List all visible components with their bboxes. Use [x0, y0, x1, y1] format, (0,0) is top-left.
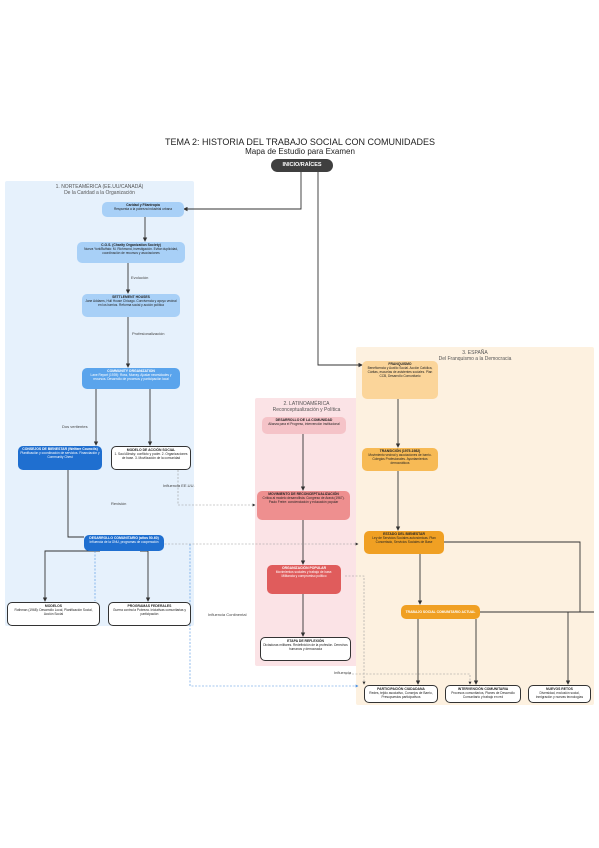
node-cos-title: C.O.S. (Charity Organization Society): [101, 243, 161, 247]
region-latam: 2. LATINOAMÉRICA Reconceptualización y P…: [255, 398, 358, 666]
node-franquismo-body: Beneficencia y Auxilio Social. Acción Ca…: [367, 366, 433, 379]
node-models-title: MODELOS: [44, 604, 63, 608]
edge-welfare-line: [444, 541, 581, 612]
node-charity-body: Respuesta a la pobreza industrial urbana: [113, 207, 173, 212]
node-cos-body: Nueva York/Buffalo: M. Richmond, investi…: [84, 247, 178, 256]
node-welfare-state[interactable]: ESTADO DEL BIENESTAR Ley de Servicios So…: [364, 531, 444, 554]
node-reflexion-body: Dictaduras militares. Redefinición de la…: [263, 643, 348, 652]
edge-root-charity: [183, 172, 302, 212]
edge-label-revision: Revisión: [111, 501, 127, 506]
node-transition-title: TRANSICIÓN (1975-1982): [379, 449, 421, 453]
page-subtitle: Mapa de Estudio para Examen: [245, 147, 355, 156]
edge-reflexion-spain: [345, 673, 472, 685]
node-welfare-councils[interactable]: CONSEJOS DE BIENESTAR (Welfare Councils)…: [18, 446, 102, 470]
edge-dev-programs: [140, 550, 151, 602]
node-intervention[interactable]: INTERVENCIÓN COMUNITARIA Procesos comuni…: [445, 685, 521, 703]
node-participation-title: PARTICIPACIÓN CIUDADANA: [377, 687, 425, 691]
edge-usa-spain: [189, 544, 359, 688]
node-welfare-state-body: Ley de Servicios Sociales autonómicas. P…: [372, 536, 436, 545]
node-alinsky-body: 1. Saul Alinsky: conflicto y poder. 2. O…: [114, 452, 188, 461]
edge-label-influence-world: Influencia Continental: [208, 612, 247, 617]
node-welfare-councils-title: CONSEJOS DE BIENESTAR (Welfare Councils): [22, 447, 98, 451]
region-latam-title: 2. LATINOAMÉRICA: [283, 401, 330, 407]
node-dev-community[interactable]: DESARROLLO COMUNITARIO (años 50-60) Infl…: [84, 535, 164, 551]
node-reconcept[interactable]: MOVIMIENTO DE RECONCEPTUALIZACIÓN Crític…: [257, 491, 350, 520]
node-popular-title: ORGANIZACIÓN POPULAR: [281, 566, 327, 570]
edge-label-influence-latam: Influencia: [334, 670, 352, 675]
node-challenges-title: NUEVOS RETOS: [546, 687, 573, 691]
node-transition-body: Movimiento vecinal y asociaciones de bar…: [368, 453, 432, 466]
node-community-org-title: COMMUNITY ORGANIZATION: [107, 369, 155, 373]
node-settlement-body: Jane Addams, Hull House Chicago. Convive…: [85, 299, 177, 308]
node-community-org-body: Lane Report (1939): Ross, Murray. Ajusta…: [90, 373, 172, 382]
node-participation[interactable]: PARTICIPACIÓN CIUDADANA Redes, tejido as…: [364, 685, 438, 703]
edge-label-influence-us: Influencia EE.UU.: [163, 483, 195, 488]
root-node[interactable]: INICIO/RAÍCES: [271, 159, 333, 172]
edge-label-two-paths: Dos vertientes: [62, 424, 88, 429]
node-programs[interactable]: PROGRAMAS FEDERALES Guerra contra la Pob…: [108, 602, 191, 626]
node-current-title: TRABAJO SOCIAL COMUNITARIO ACTUAL: [405, 610, 476, 614]
node-settlement-title: SETTLEMENT HOUSES: [112, 295, 150, 299]
region-spain-subtitle: Del Franquismo a la Democracia: [438, 356, 512, 362]
region-spain-title: 3. ESPAÑA: [462, 350, 488, 356]
edge-current-challenges: [480, 611, 571, 685]
node-franquismo[interactable]: FRANQUISMO Beneficencia y Auxilio Social…: [362, 361, 438, 399]
node-reconcept-title: MOVIMIENTO DE RECONCEPTUALIZACIÓN: [268, 492, 339, 496]
edge-label-evolution: Evolución: [131, 275, 149, 280]
node-models-body: Rothman (1968): Desarrollo Local, Planif…: [14, 608, 93, 617]
node-challenges[interactable]: NUEVOS RETOS Diversidad, exclusión socia…: [528, 685, 591, 703]
node-popular[interactable]: ORGANIZACIÓN POPULAR Movimientos sociale…: [267, 565, 341, 594]
node-dev-community-body: Influencia de la ONU, programas de coope…: [89, 540, 159, 545]
node-alinsky-title: MODELO DE ACCIÓN SOCIAL: [126, 448, 176, 452]
node-reconcept-body: Crítica al modelo desarrollista. Congres…: [262, 496, 345, 505]
node-welfare-councils-body: Planificación y coordinación de servicio…: [20, 451, 100, 460]
edge-welfare-dev: [67, 470, 84, 538]
edge-label-professional: Profesionalización: [132, 331, 165, 336]
edge-dev-models: [42, 550, 100, 602]
node-welfare-state-title: ESTADO DEL BIENESTAR: [383, 532, 425, 536]
region-spain: 3. ESPAÑA Del Franquismo a la Democracia: [356, 347, 594, 705]
node-dev-community-title: DESARROLLO COMUNITARIO (años 50-60): [89, 536, 159, 540]
page-title: TEMA 2: HISTORIA DEL TRABAJO SOCIAL CON …: [164, 137, 436, 147]
node-reflexion-title: ETAPA DE REFLEXIÓN: [287, 639, 324, 643]
node-popular-body: Movimientos sociales y trabajo de base. …: [275, 570, 333, 579]
node-charity[interactable]: Caridad y Filantropía Respuesta a la pob…: [102, 202, 184, 217]
node-franquismo-title: FRANQUISMO: [388, 362, 412, 366]
region-usa-title: 1. NORTEAMÉRICA (EE.UU/CANADÁ): [55, 184, 144, 190]
node-programs-title: PROGRAMAS FEDERALES: [127, 604, 172, 608]
node-community-dev-latam-title: DESARROLLO DE LA COMUNIDAD: [275, 418, 333, 422]
node-intervention-body: Procesos comunitarios, Planes de Desarro…: [451, 691, 515, 700]
region-latam-subtitle: Reconceptualización y Política: [272, 407, 341, 413]
edge-alinsky-reconcept: [177, 470, 256, 507]
node-participation-body: Redes, tejido asociativo, Consejos de Ba…: [369, 691, 433, 700]
node-community-dev-latam-body: Alianza para el Progreso, intervención i…: [268, 422, 340, 427]
edge-root-spain: [317, 172, 363, 368]
node-community-org[interactable]: COMMUNITY ORGANIZATION Lane Report (1939…: [82, 368, 180, 389]
edge-latam-spain: [345, 575, 366, 685]
node-community-dev-latam[interactable]: DESARROLLO DE LA COMUNIDAD Alianza para …: [262, 417, 346, 434]
node-models[interactable]: MODELOS Rothman (1968): Desarrollo Local…: [7, 602, 100, 626]
node-intervention-title: INTERVENCIÓN COMUNITARIA: [457, 687, 509, 691]
node-charity-title: Caridad y Filantropía: [126, 203, 160, 207]
region-usa-subtitle: De la Caridad a la Organización: [64, 190, 135, 196]
node-settlement[interactable]: SETTLEMENT HOUSES Jane Addams, Hull Hous…: [82, 294, 180, 317]
node-programs-body: Guerra contra la Pobreza. Iniciativas co…: [113, 608, 186, 617]
node-challenges-body: Diversidad, exclusión social, inmigració…: [535, 691, 584, 700]
node-transition[interactable]: TRANSICIÓN (1975-1982) Movimiento vecina…: [362, 448, 438, 471]
node-cos[interactable]: C.O.S. (Charity Organization Society) Nu…: [77, 242, 185, 263]
node-alinsky[interactable]: MODELO DE ACCIÓN SOCIAL 1. Saul Alinsky:…: [111, 446, 191, 470]
node-current[interactable]: TRABAJO SOCIAL COMUNITARIO ACTUAL: [401, 605, 480, 619]
node-reflexion[interactable]: ETAPA DE REFLEXIÓN Dictaduras militares.…: [260, 637, 351, 661]
